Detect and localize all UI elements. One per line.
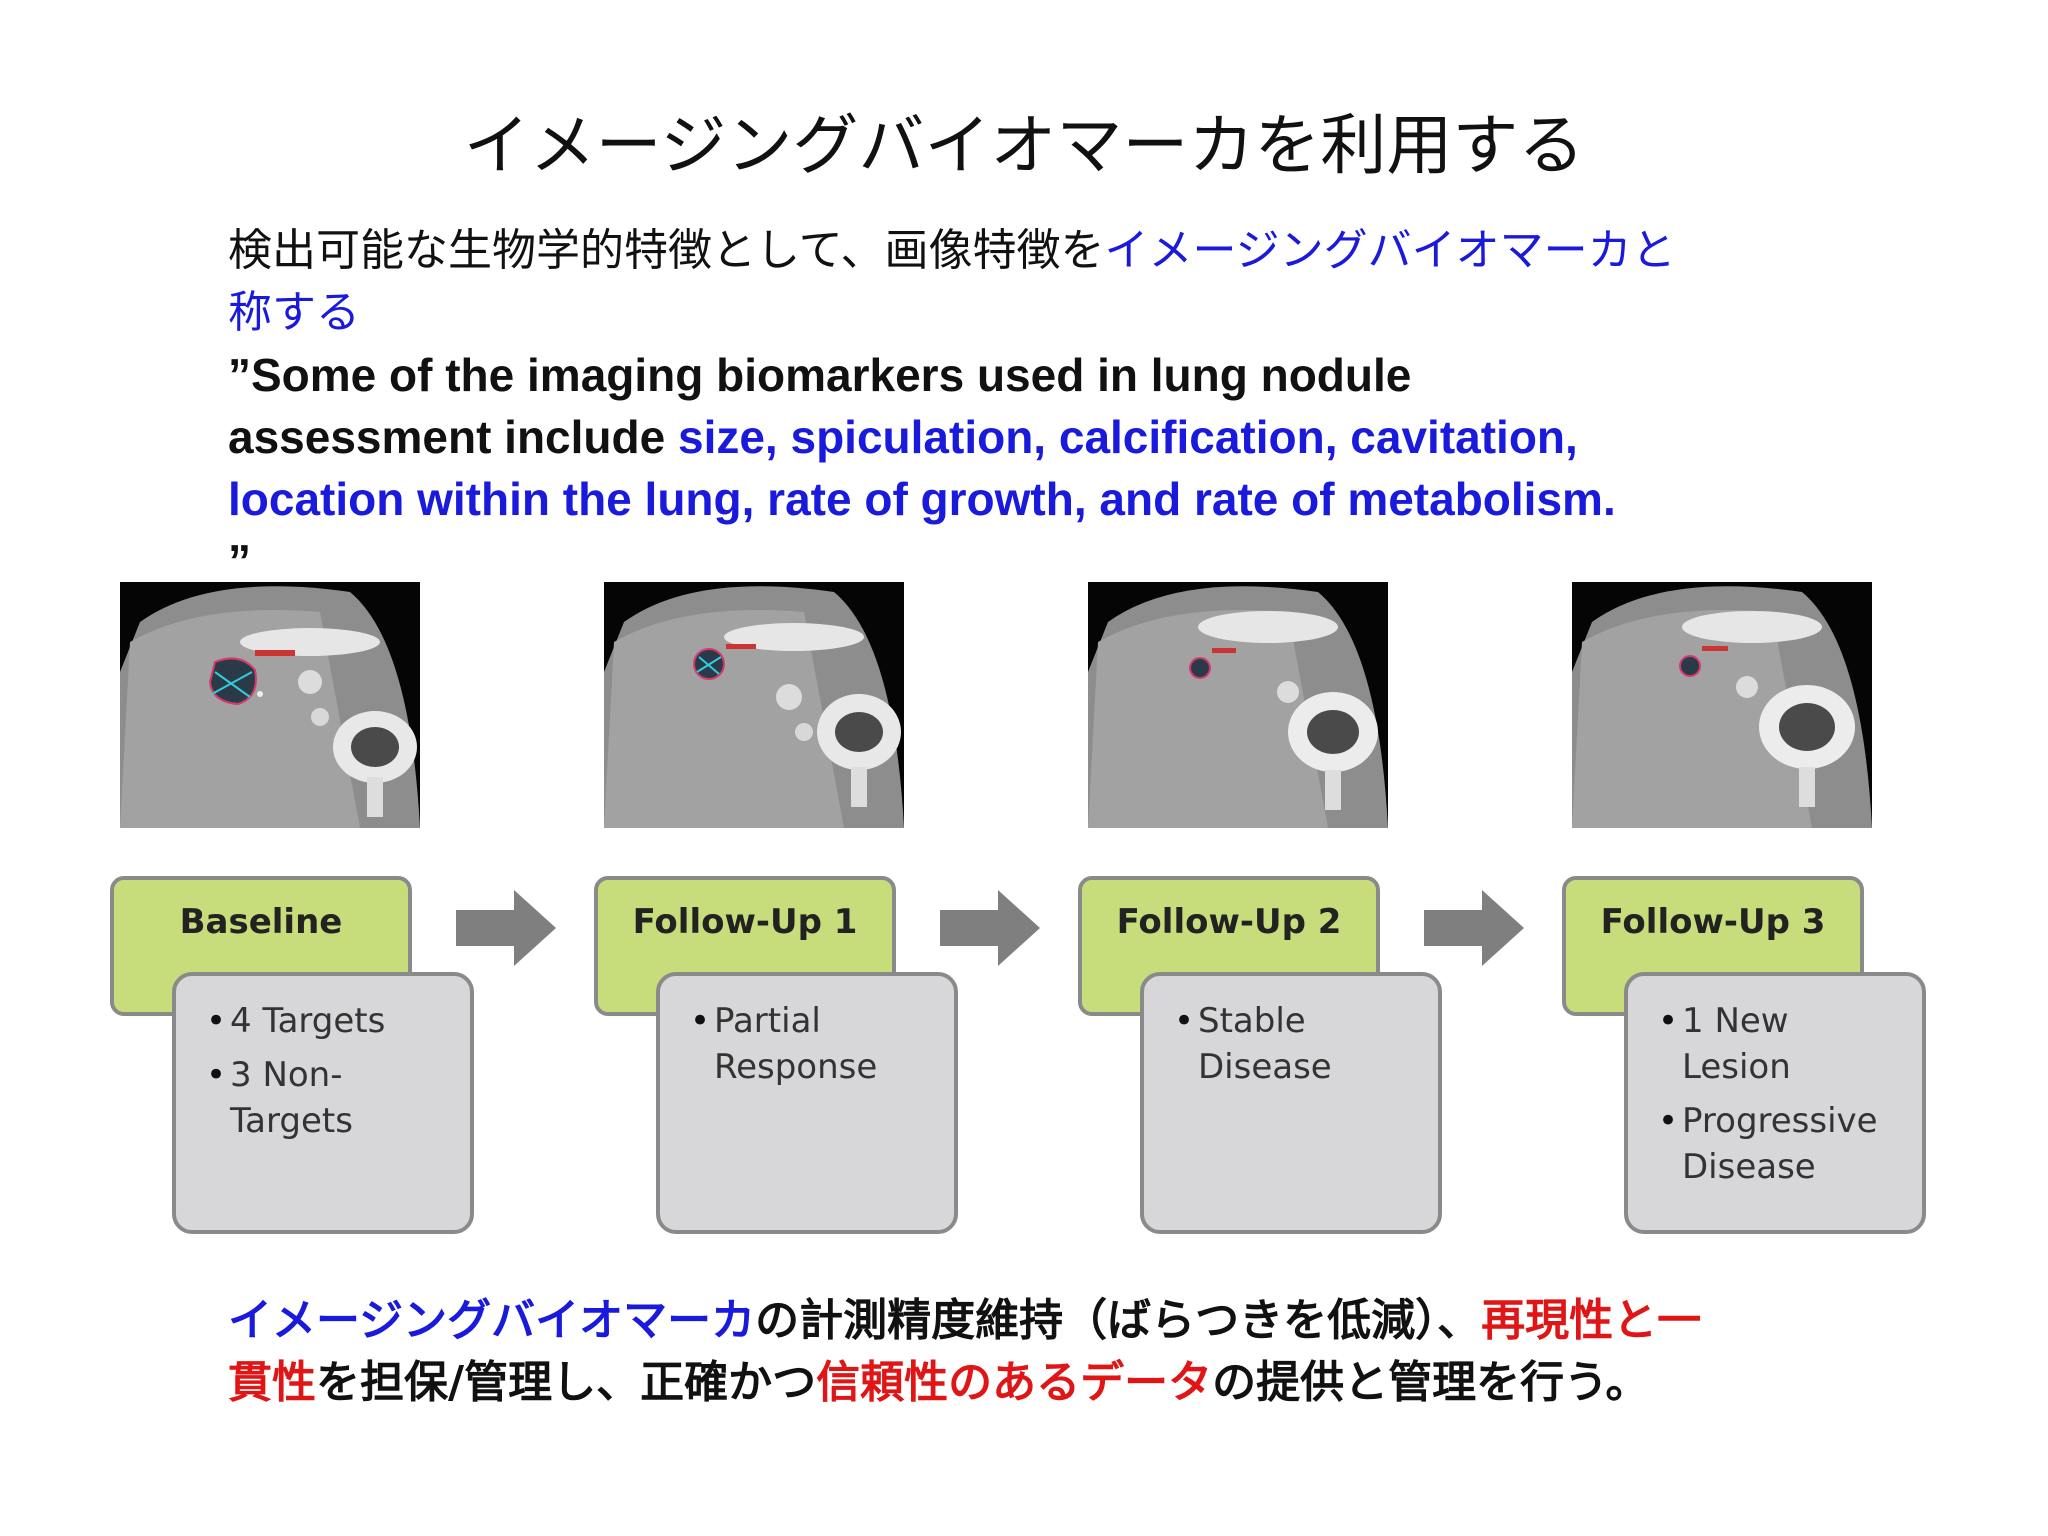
bullet-item: Partial Response bbox=[690, 998, 904, 1090]
quote-open: ” bbox=[228, 349, 251, 401]
stage-label: Follow-Up 1 bbox=[632, 902, 858, 942]
intro-jp-blue-2: 称する bbox=[228, 287, 360, 338]
ct-image-follow-up-2 bbox=[1088, 582, 1388, 828]
ct-image-baseline bbox=[120, 582, 420, 828]
quote-line-2-black: assessment include bbox=[228, 411, 678, 463]
footer-red-2: 貫性 bbox=[228, 1357, 316, 1408]
footer-black-2: を担保/管理し、正確かつ bbox=[316, 1357, 817, 1408]
footer-red-3: 信頼性のあるデータ bbox=[816, 1357, 1213, 1408]
quote-close: ” bbox=[228, 535, 251, 587]
footer-black: の計測精度維持（ばらつきを低減）、 bbox=[755, 1295, 1482, 1346]
ct-image-follow-up-3 bbox=[1572, 582, 1872, 828]
footer-red: 再現性と一 bbox=[1481, 1295, 1702, 1346]
intro-jp-black: 検出可能な生物学的特徴として、画像特徴を bbox=[228, 225, 1105, 276]
arrow-right-icon bbox=[456, 890, 556, 966]
detail-box-follow-up-3: 1 New Lesion Progressive Disease bbox=[1624, 972, 1926, 1234]
intro-jp: 検出可能な生物学的特徴として、画像特徴をイメージングバイオマーカと 称する bbox=[228, 220, 1828, 344]
detail-box-follow-up-2: Stable Disease bbox=[1140, 972, 1442, 1234]
quote-line-1: Some of the imaging biomarkers used in l… bbox=[251, 349, 1412, 401]
intro-text: 検出可能な生物学的特徴として、画像特徴をイメージングバイオマーカと 称する ”S… bbox=[228, 220, 1828, 592]
bullet-item: Progressive Disease bbox=[1658, 1098, 1922, 1190]
footer-black-3: の提供と管理を行う。 bbox=[1212, 1357, 1650, 1408]
stage-label: Follow-Up 3 bbox=[1600, 902, 1826, 942]
bullet-item: Stable Disease bbox=[1174, 998, 1348, 1090]
bullet-item: 1 New Lesion bbox=[1658, 998, 1832, 1090]
quote-line-3: location within the lung, rate of growth… bbox=[228, 473, 1616, 525]
stage-label: Baseline bbox=[179, 902, 343, 942]
intro-jp-blue: イメージングバイオマーカと bbox=[1104, 225, 1676, 276]
intro-quote: ”Some of the imaging biomarkers used in … bbox=[228, 344, 1828, 592]
ct-image-follow-up-1 bbox=[604, 582, 904, 828]
detail-box-follow-up-1: Partial Response bbox=[656, 972, 958, 1234]
page-title: イメージングバイオマーカを利用する bbox=[463, 107, 1585, 184]
footer-text: イメージングバイオマーカの計測精度維持（ばらつきを低減）、再現性と一 貫性を担保… bbox=[228, 1290, 1848, 1414]
arrow-right-icon bbox=[940, 890, 1040, 966]
detail-box-baseline: 4 Targets 3 Non-Targets bbox=[172, 972, 474, 1234]
arrow-right-icon bbox=[1424, 890, 1524, 966]
footer-blue: イメージングバイオマーカ bbox=[228, 1295, 756, 1346]
bullet-item: 4 Targets bbox=[206, 998, 460, 1044]
bullet-item: 3 Non-Targets bbox=[206, 1052, 370, 1144]
stage-label: Follow-Up 2 bbox=[1116, 902, 1342, 942]
quote-line-2-blue: size, spiculation, calcification, cavita… bbox=[677, 411, 1578, 463]
